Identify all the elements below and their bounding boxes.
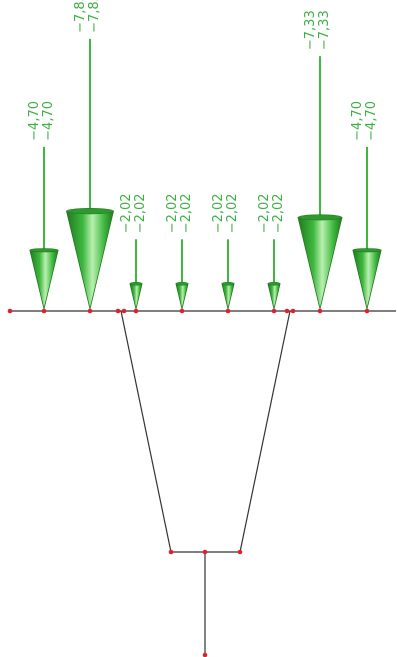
load-cone-top — [129, 281, 143, 286]
node-point — [225, 308, 231, 314]
load-label-a: −4,70 — [27, 101, 42, 141]
load-cone — [29, 249, 59, 310]
load-cone-top — [66, 208, 114, 215]
node-point — [168, 549, 174, 555]
node-point — [41, 308, 47, 314]
load-label-b: −4,70 — [364, 101, 379, 141]
load-cone-top — [29, 248, 59, 253]
right-leg — [239, 310, 291, 553]
load-cone-top — [297, 214, 343, 221]
node-point — [271, 308, 277, 314]
load-cone-top — [221, 281, 235, 286]
load-label-a: −4,70 — [350, 101, 365, 141]
load-label-a: −7,33 — [303, 10, 318, 50]
nodes — [7, 308, 370, 657]
load-cone — [267, 283, 281, 310]
loads: −4,70−4,70−7,83−7,83−2,02−2,02−2,02−2,02… — [27, 0, 382, 310]
load-cone — [297, 216, 343, 310]
node-point — [284, 308, 290, 314]
load-label-a: −2,02 — [257, 193, 272, 233]
load-arrow: −2,02−2,02 — [119, 193, 148, 310]
load-label-a: −2,02 — [211, 193, 226, 233]
load-arrow: −2,02−2,02 — [257, 193, 286, 310]
load-label-a: −2,02 — [119, 193, 134, 233]
node-point — [179, 308, 185, 314]
load-label-b: −2,02 — [225, 193, 240, 233]
node-point — [202, 549, 208, 555]
left-leg — [120, 310, 172, 553]
node-point — [115, 308, 121, 314]
load-cone — [66, 210, 114, 310]
node-point — [121, 308, 127, 314]
load-arrow: −7,33−7,33 — [297, 10, 343, 310]
load-arrow: −2,02−2,02 — [165, 193, 194, 310]
load-cone-top — [352, 248, 382, 253]
load-label-b: −2,02 — [179, 193, 194, 233]
load-cone-top — [267, 281, 281, 286]
load-cone — [221, 283, 235, 310]
load-label-b: −2,02 — [133, 193, 148, 233]
load-cone — [352, 249, 382, 310]
load-arrow: −7,83−7,83 — [66, 0, 114, 310]
node-point — [7, 308, 13, 314]
load-cone — [129, 283, 143, 310]
node-point — [237, 549, 243, 555]
node-point — [87, 308, 93, 314]
members — [10, 310, 396, 655]
load-label-b: −4,70 — [41, 101, 56, 141]
load-label-b: −7,83 — [87, 0, 102, 33]
node-point — [317, 308, 323, 314]
load-cone — [175, 283, 189, 310]
load-label-b: −2,02 — [271, 193, 286, 233]
load-arrow: −2,02−2,02 — [211, 193, 240, 310]
load-label-b: −7,33 — [317, 10, 332, 50]
node-point — [364, 308, 370, 314]
node-point — [202, 652, 208, 657]
load-cone-top — [175, 281, 189, 286]
node-point — [290, 308, 296, 314]
load-arrow: −4,70−4,70 — [27, 101, 59, 310]
node-point — [133, 308, 139, 314]
load-arrow: −4,70−4,70 — [350, 101, 382, 310]
load-label-a: −7,83 — [73, 0, 88, 33]
load-label-a: −2,02 — [165, 193, 180, 233]
